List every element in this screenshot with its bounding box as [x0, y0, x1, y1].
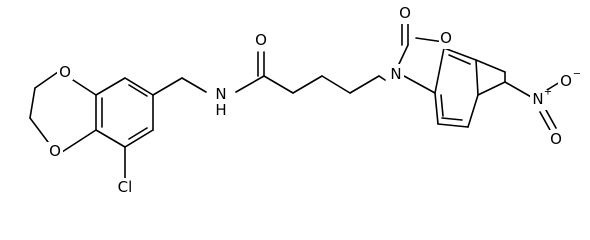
ring-oxygen-upper-label: O — [59, 63, 71, 81]
amide-nitrogen-label: N — [215, 85, 226, 103]
oxazolone-ring-oxygen-label: O — [440, 29, 452, 47]
ring-oxygen-lower-label: O — [49, 142, 61, 160]
carbonyl-oxygen-label: O — [255, 31, 267, 49]
nitro-oxygen-charge: − — [573, 69, 581, 80]
bond-lines — [29, 21, 561, 179]
nitro-nitrogen-label: N — [532, 90, 543, 108]
molecule-canvas: O O Cl N H O O O N N + O − O — [29, 4, 581, 196]
oxazolone-carbonyl-oxygen-label: O — [399, 4, 411, 22]
atom-labels: O O Cl N H O O O N N + O − O — [47, 4, 581, 196]
oxazolone-nitrogen-label: N — [390, 65, 401, 83]
amide-hydrogen-label: H — [215, 101, 226, 119]
nitro-oxygen-bottom-label: O — [550, 130, 562, 148]
chlorine-label: Cl — [118, 178, 133, 196]
nitro-oxygen-top-label: O — [560, 72, 572, 90]
structure-diagram: O O Cl N H O O O N N + O − O — [29, 4, 581, 196]
nitro-nitrogen-charge: + — [544, 87, 552, 98]
